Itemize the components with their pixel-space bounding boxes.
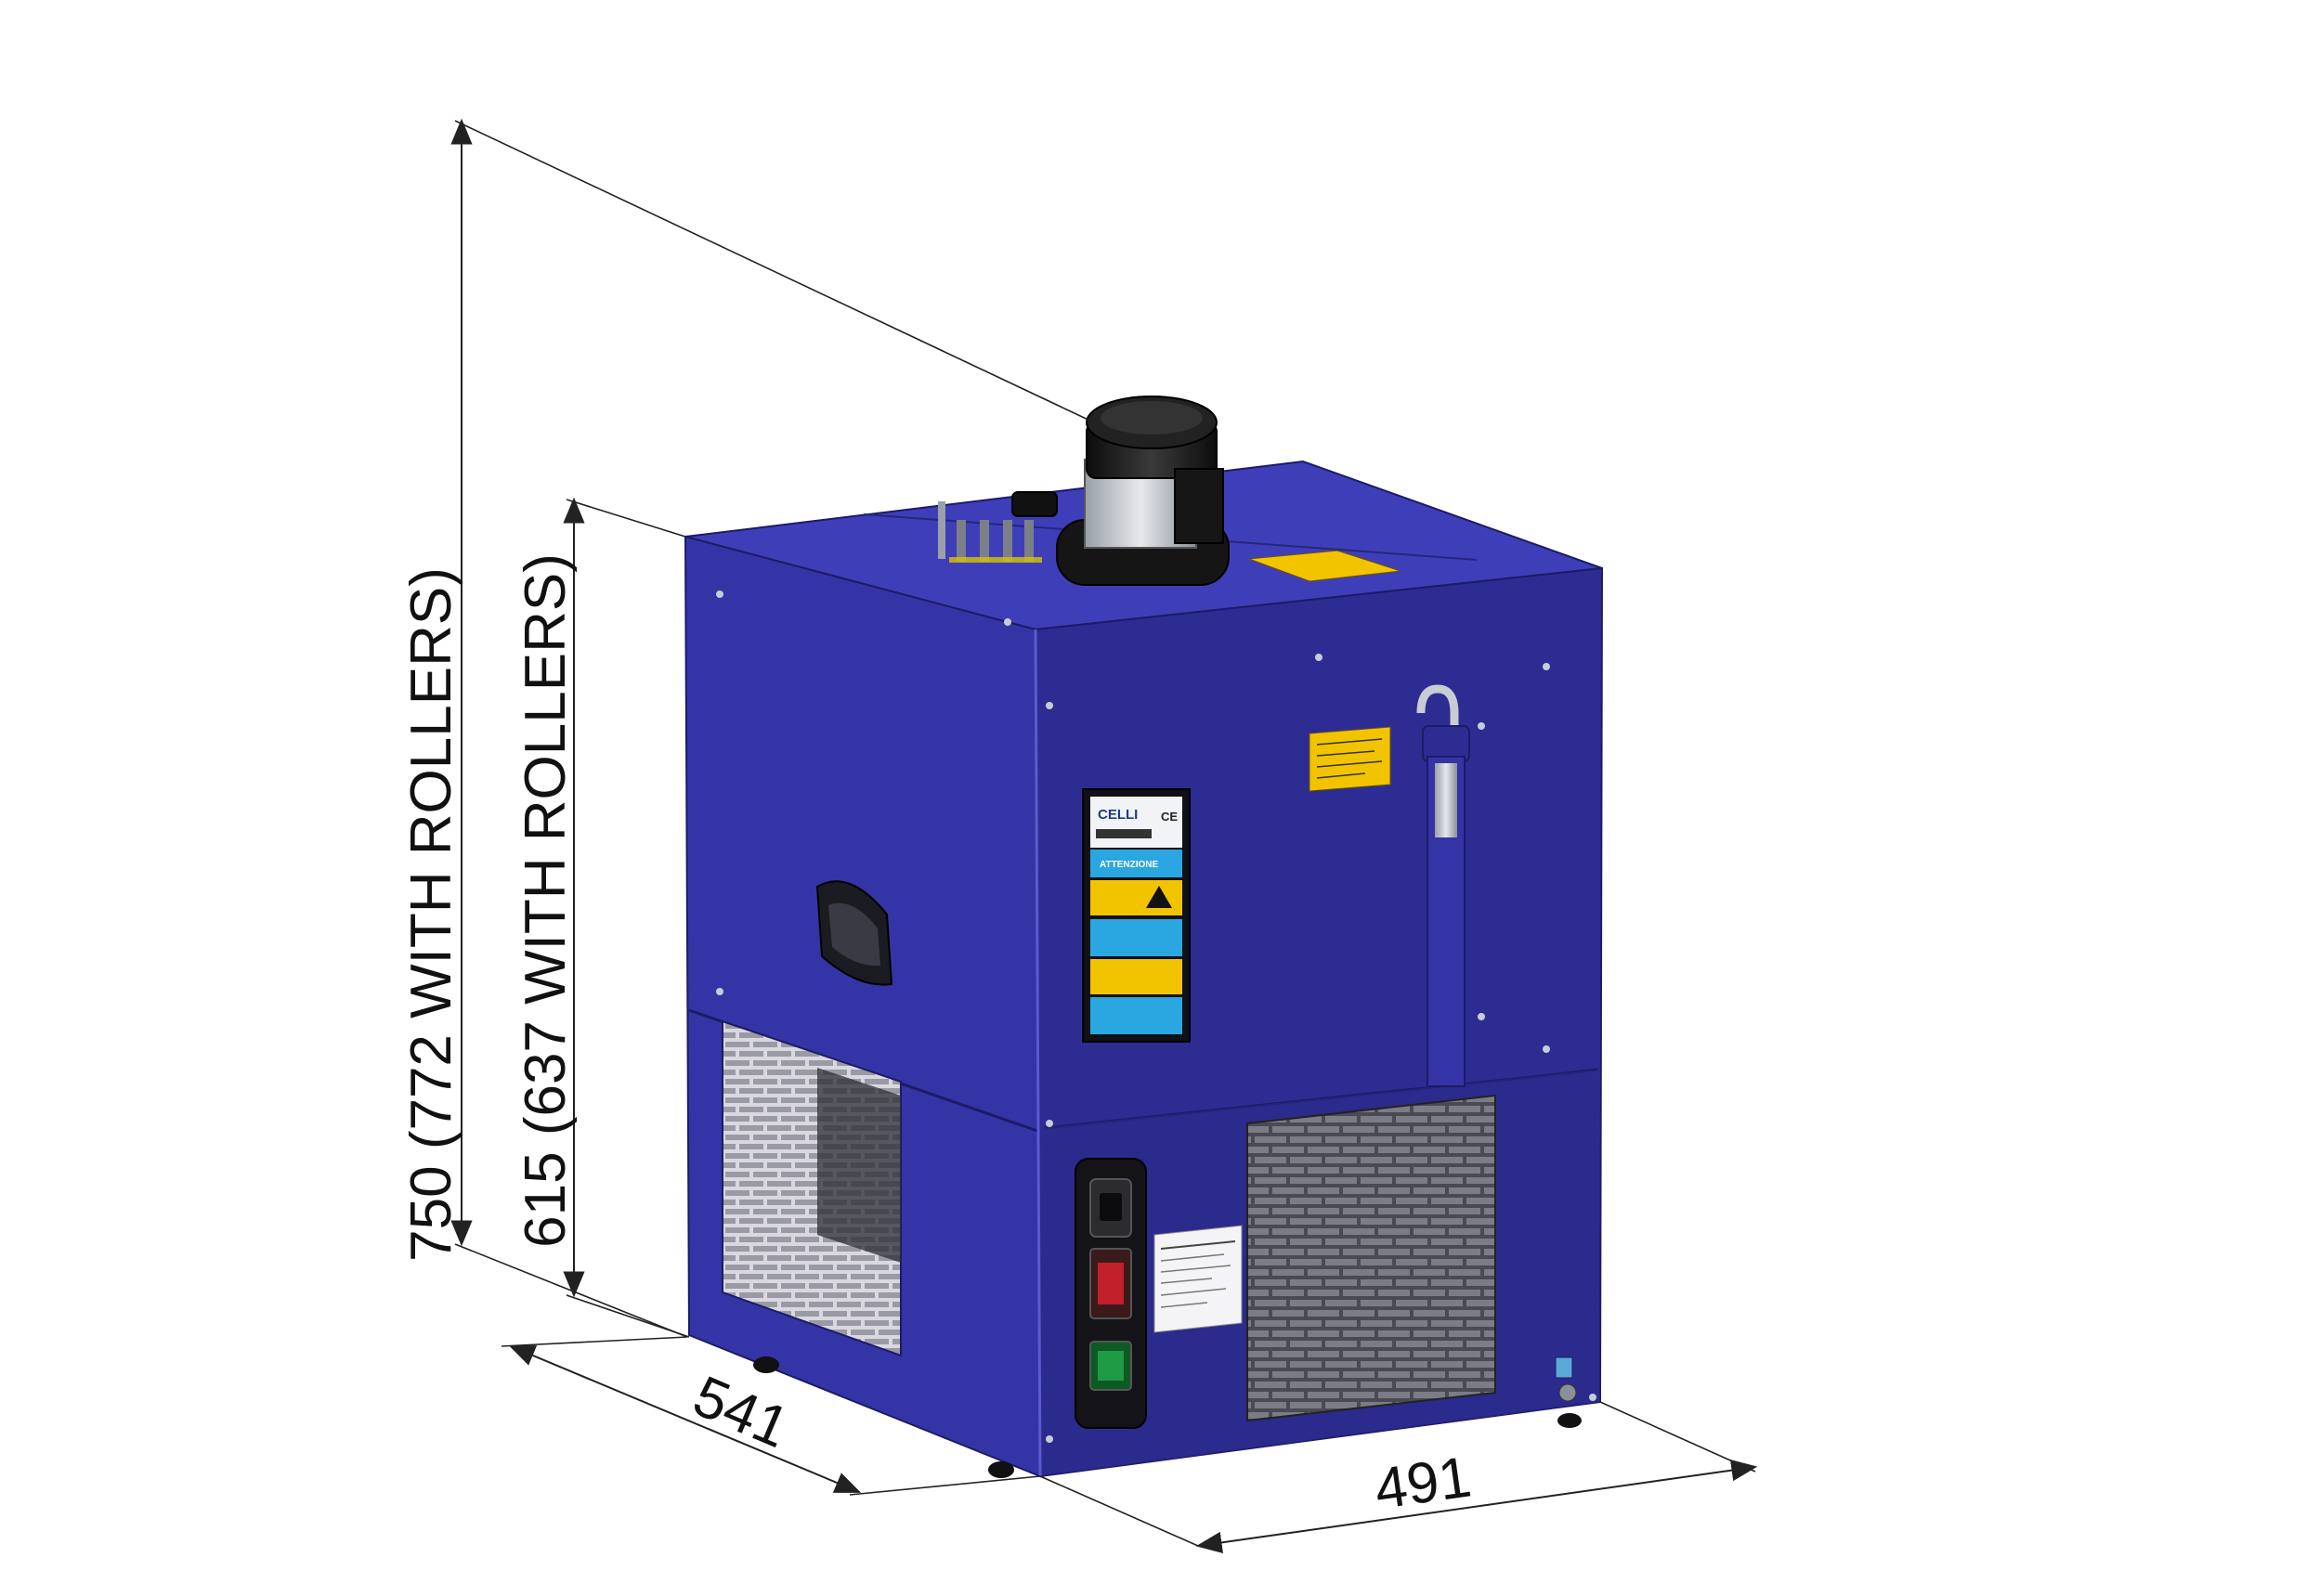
height-total-label: 750 (772 WITH ROLLERS) [399, 567, 463, 1262]
front-warning-sticker [1309, 726, 1391, 792]
drain-valve[interactable] [1555, 1356, 1577, 1402]
corner-edge [1034, 629, 1042, 1477]
side-fan-shadow [817, 1068, 901, 1263]
level-sight-tube [1416, 684, 1470, 1087]
warning-title: ATTENZIONE [1100, 860, 1158, 870]
side-handle[interactable] [815, 880, 893, 986]
hazard-triangle-icon [1146, 886, 1172, 908]
top-warning-sticker [1248, 550, 1401, 582]
brand-logo-text: CELLI [1098, 807, 1138, 823]
dimension-height-total: 750 (772 WITH ROLLERS) [399, 118, 1095, 1338]
top-connectors [938, 501, 1042, 563]
front-grille [1246, 1094, 1496, 1422]
dimension-width: 491 [1039, 1401, 1758, 1553]
height-body-label: 615 (637 WITH ROLLERS) [514, 553, 578, 1248]
pump-motor [1011, 396, 1230, 586]
dimension-height-body: 615 (637 WITH ROLLERS) [514, 497, 690, 1338]
width-label: 491 [1371, 1445, 1475, 1522]
rating-sticker [1153, 1225, 1243, 1333]
control-panel [1075, 1158, 1147, 1429]
depth-label: 541 [684, 1364, 798, 1460]
panel-screws [716, 590, 1596, 1443]
ce-mark: CE [1161, 810, 1178, 824]
warning-label: CELLI CE ATTENZIONE [1082, 788, 1191, 1043]
